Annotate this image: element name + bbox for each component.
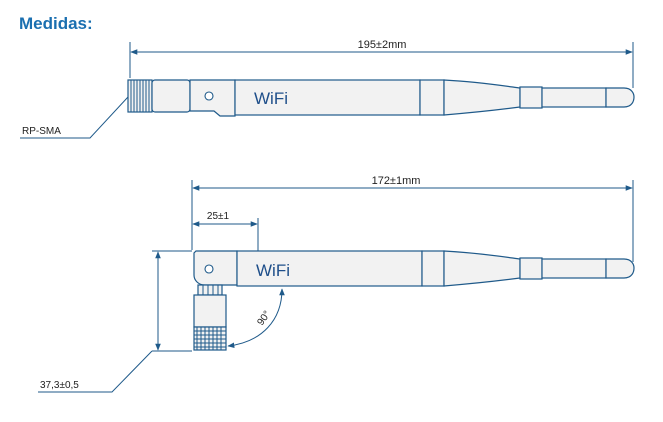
collar [421,250,445,287]
tip-segment-2 [541,258,607,279]
antenna-tip [605,258,635,279]
connector-leader-line [20,96,129,139]
antenna-tip [605,87,635,108]
length-label: 195±2mm [358,39,407,51]
angle-arc [227,288,285,349]
rp-sma-connector [127,79,153,113]
connector-label: RP-SMA [22,126,61,137]
height-leader-line [38,350,153,393]
pivot-hole [204,264,214,274]
antenna-taper [443,79,521,116]
rp-sma-connector [193,326,227,351]
offset-label: 25±1 [207,211,230,222]
tip-segment-2 [541,87,607,108]
straight-antenna: 195±2mm WiFi RP-SMA [20,39,635,139]
connector-housing [193,294,227,328]
wifi-label: WiFi [256,261,290,280]
tip-segment-1 [519,86,543,109]
hinge [151,79,191,113]
tip-segment-1 [519,257,543,280]
antenna-taper [443,250,521,287]
wifi-label: WiFi [254,89,288,108]
page-title: Medidas: [19,14,93,33]
collar [419,79,445,116]
bent-antenna: 172±1mm 25±1 37,3±0,5 [38,175,635,393]
length-label: 172±1mm [372,175,421,187]
pivot-hole [204,91,214,101]
height-label: 37,3±0,5 [40,380,79,391]
hinge-block [193,250,238,286]
